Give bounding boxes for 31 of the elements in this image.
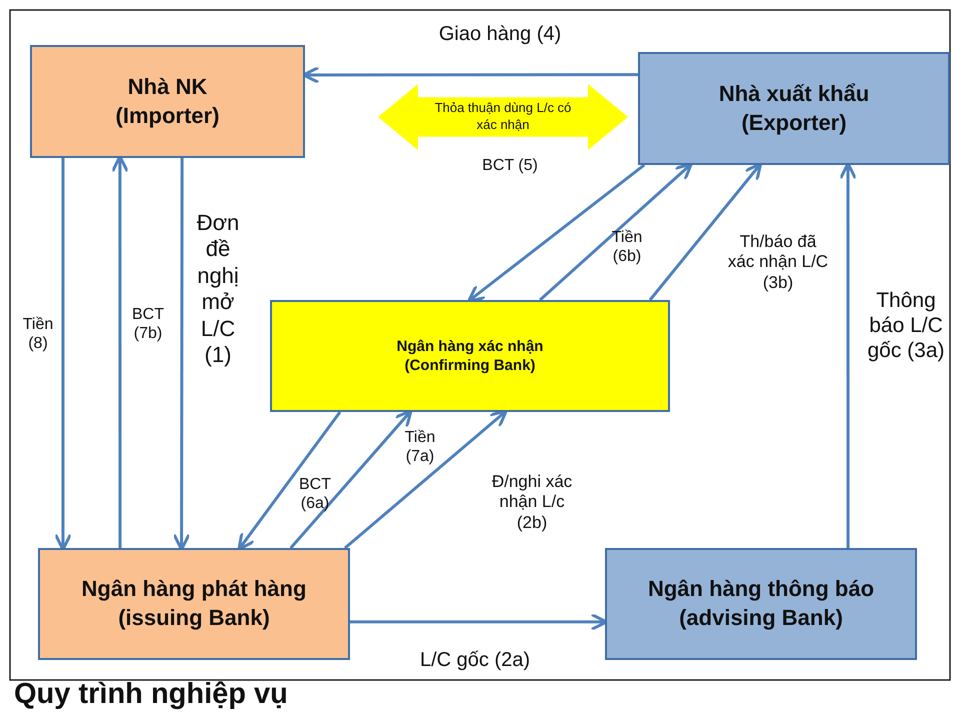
edge-label: BCT (7b) (131, 305, 165, 344)
node-label: Ngân hàng thông báo (advising Bank) (646, 575, 876, 632)
double-arrow-shape (378, 84, 628, 150)
arrow (172, 158, 191, 551)
edge-label: L/C gốc (2a) (418, 648, 532, 672)
edge-label: Đơn đề nghị mở L/C (1) (196, 210, 240, 368)
edge-label: Giao hàng (4) (438, 22, 562, 46)
node-label: Nhà xuất khẩu (Exporter) (718, 80, 870, 137)
arrow (54, 158, 72, 551)
process-box (38, 548, 350, 660)
process-box (270, 300, 670, 412)
edge-label: Tiền (8) (22, 315, 54, 354)
edge-label: Thông báo L/C gốc (3a) (866, 288, 946, 364)
process-box (605, 548, 917, 660)
process-box (30, 45, 305, 158)
edge-label: BCT (5) (481, 156, 539, 176)
edge-label: BCT (6a) (298, 475, 332, 514)
node-label: Nhà NK (Importer) (114, 72, 220, 130)
process-box (638, 52, 950, 165)
edge-label: Th/báo đã xác nhận L/C (3b) (726, 232, 830, 294)
node-label: Ngân hàng phát hàng (issuing Bank) (80, 575, 308, 632)
arrow (237, 411, 342, 551)
node-label: Ngân hàng xác nhận (Confirming Bank) (396, 336, 544, 376)
arrow (344, 410, 508, 550)
arrow (467, 164, 646, 302)
edge-label: Đ/nghi xác nhận L/c (2b) (490, 472, 574, 534)
edge-label: Tiền (6b) (610, 228, 644, 266)
arrow (539, 162, 693, 302)
edge-label: Tiền (7a) (404, 428, 436, 466)
node-label: Thỏa thuận dùng L/c có xác nhận (434, 100, 572, 134)
diagram-title: Quy trình nghiệp vụ (14, 678, 288, 711)
